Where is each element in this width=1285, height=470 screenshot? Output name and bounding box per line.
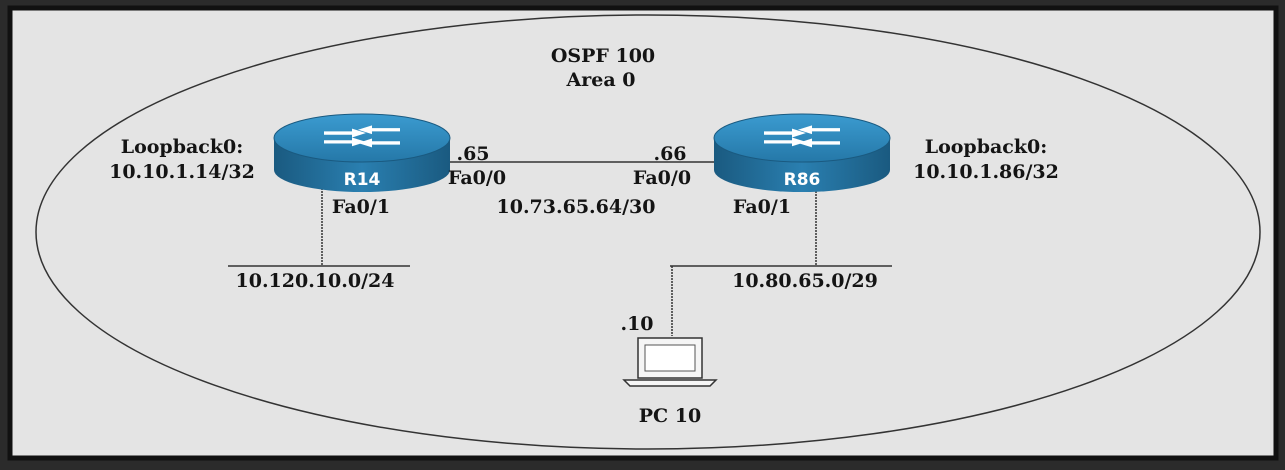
r86-uplink-interface: Fa0/0 [633, 167, 691, 189]
r14-uplink-host: .65 [456, 143, 489, 165]
router-r86[interactable]: R86 [713, 113, 891, 192]
pc-10[interactable] [622, 337, 718, 387]
r14-lan-interface: Fa0/1 [332, 196, 390, 218]
diagram-frame [7, 5, 1279, 461]
r14-loopback-label: Loopback0: [121, 136, 244, 158]
router-r86-name: R86 [784, 170, 821, 190]
ospf-process-label: OSPF 100 [551, 45, 655, 67]
pc-name-label: PC 10 [639, 405, 701, 427]
r86-loopback-ip: 10.10.1.86/32 [913, 161, 1059, 183]
r86-lan-interface: Fa0/1 [733, 196, 791, 218]
r14-uplink-interface: Fa0/0 [448, 167, 506, 189]
r86-lan-subnet-label: 10.80.65.0/29 [732, 270, 878, 292]
router-r14[interactable]: R14 [273, 113, 451, 192]
router-icon [713, 113, 891, 192]
r86-loopback-label: Loopback0: [925, 136, 1048, 158]
ospf-area-boundary [35, 14, 1261, 450]
ospf-area-label: Area 0 [566, 69, 636, 91]
laptop-icon [622, 337, 718, 387]
transit-subnet-label: 10.73.65.64/30 [497, 196, 656, 218]
router-r14-name: R14 [344, 170, 381, 190]
r14-loopback-ip: 10.10.1.14/32 [109, 161, 255, 183]
r86-uplink-host: .66 [653, 143, 686, 165]
pc-host-label: .10 [620, 313, 653, 335]
r14-lan-subnet-label: 10.120.10.0/24 [236, 270, 395, 292]
router-icon [273, 113, 451, 192]
